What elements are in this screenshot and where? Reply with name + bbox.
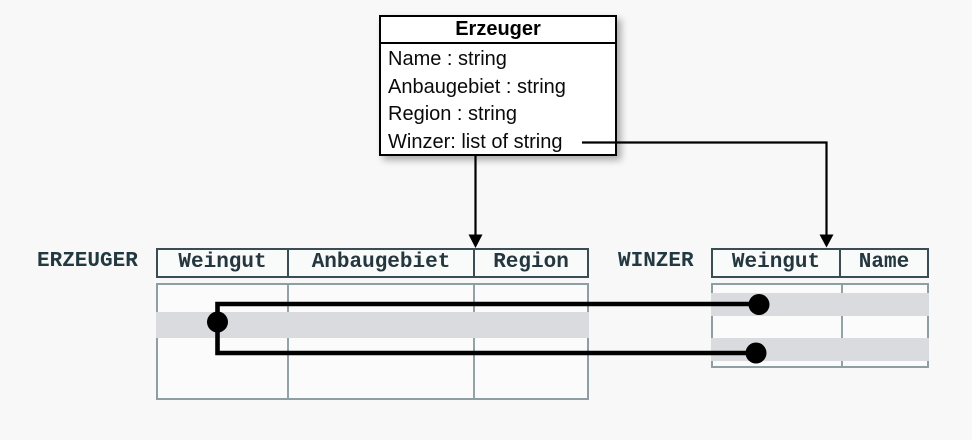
class-attribute-region: Region : string: [388, 103, 517, 125]
erzeuger-table-label: ERZEUGER: [37, 250, 138, 273]
winzer-column-weingut: Weingut: [713, 250, 841, 276]
column-divider: [287, 285, 289, 398]
fk-arrow-class-to-winzer: [582, 141, 834, 248]
erzeuger-column-anbaugebiet: Anbaugebiet: [289, 250, 475, 276]
fk-arrow-class-to-erzeuger: [468, 156, 483, 248]
highlighted-row: [156, 312, 589, 338]
erzeuger-table-body: [156, 283, 589, 400]
class-attributes: Name : string Anbaugebiet : string Regio…: [381, 44, 615, 156]
class-attribute-name: Name : string: [388, 48, 507, 70]
class-attribute-winzer: Winzer: list of string: [388, 130, 563, 153]
highlighted-row: [711, 293, 929, 316]
column-divider: [841, 285, 843, 366]
winzer-table-body: [711, 283, 929, 368]
erzeuger-column-weingut: Weingut: [158, 250, 289, 276]
column-divider: [473, 285, 475, 398]
winzer-table-header: Weingut Name: [711, 248, 929, 278]
class-attribute-anbaugebiet: Anbaugebiet : string: [388, 75, 566, 98]
erzeuger-table-header: Weingut Anbaugebiet Region: [156, 248, 589, 278]
winzer-column-name: Name: [858, 251, 910, 274]
uml-class-box-erzeuger: Erzeuger Name : string Anbaugebiet : str…: [379, 15, 617, 156]
class-title: Erzeuger: [381, 17, 615, 44]
winzer-table-label: WINZER: [618, 250, 694, 273]
erzeuger-column-region: Region: [493, 251, 569, 274]
highlighted-row: [711, 338, 929, 361]
